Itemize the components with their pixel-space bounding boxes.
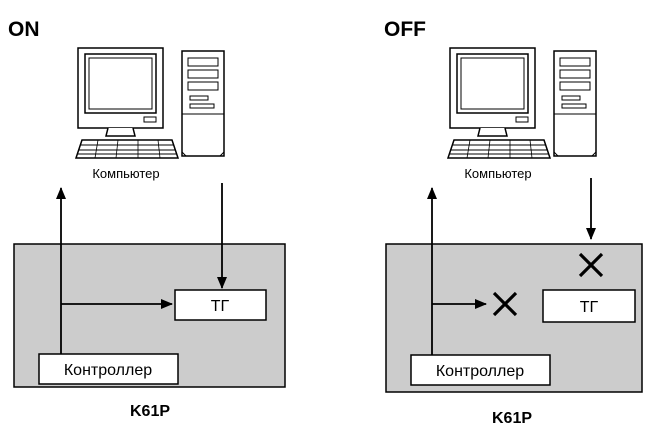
controller-label: Контроллер: [64, 362, 152, 379]
controller-box: [410, 354, 551, 386]
controller-box: [38, 353, 179, 385]
device-label: K61P: [130, 403, 170, 420]
panel-on: ON Компьютер K61P ТГ Контроллер: [8, 18, 286, 420]
tg-label: ТГ: [580, 299, 599, 316]
device-label: K61P: [492, 410, 532, 427]
mode-title: OFF: [384, 18, 426, 41]
controller-label: Контроллер: [436, 363, 524, 380]
panel-off: OFF Компьютер K61P ТГ Контроллер: [384, 18, 643, 427]
computer-label: Компьютер: [92, 166, 159, 181]
cross-icon: [492, 291, 518, 317]
tg-box: [174, 289, 267, 321]
tg-label: ТГ: [211, 298, 230, 315]
mode-title: ON: [8, 18, 40, 41]
computer-label: Компьютер: [464, 166, 531, 181]
tg-box: [542, 289, 636, 323]
cross-icon: [578, 252, 604, 278]
computer-icon: [75, 47, 225, 159]
computer-icon: [447, 47, 597, 159]
